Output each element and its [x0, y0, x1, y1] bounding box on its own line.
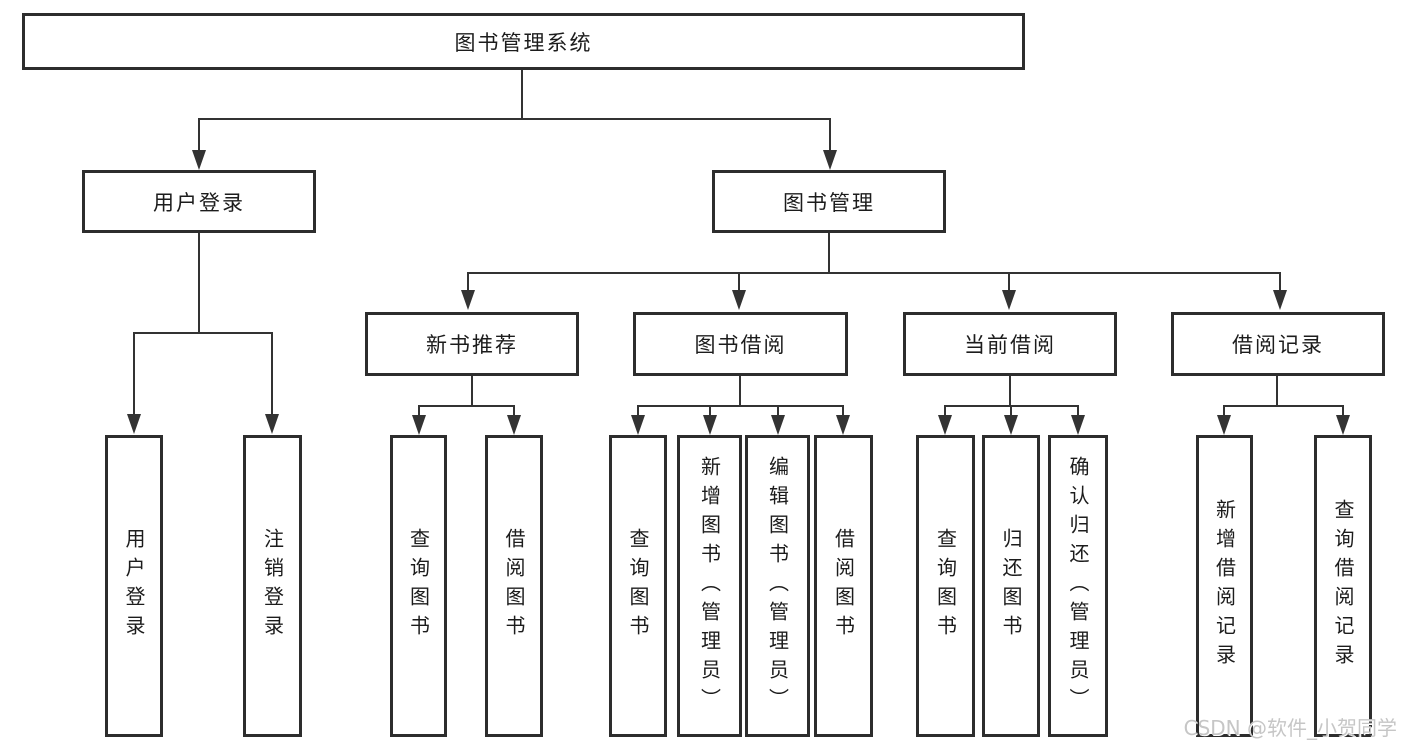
- leaf-return-book-label: 归还图书: [999, 528, 1023, 644]
- arrowhead-down-icon: [1071, 415, 1085, 435]
- connector-line: [198, 118, 831, 120]
- connector-line: [271, 332, 273, 416]
- leaf-add-borrow-record: 新增借阅记录: [1196, 435, 1253, 737]
- leaf-edit-book-admin: 编辑图书（管理员）: [745, 435, 810, 737]
- node-current-borrowing-label: 当前借阅: [964, 333, 1056, 357]
- connector-line: [133, 332, 135, 416]
- connector-line: [471, 376, 473, 407]
- leaf-add-book-admin-label: 新增图书（管理员）: [697, 455, 722, 717]
- connector-line: [133, 332, 273, 334]
- connector-line: [944, 405, 946, 417]
- node-borrow-records: 借阅记录: [1171, 312, 1385, 376]
- connector-line: [198, 233, 200, 334]
- connector-line: [418, 405, 420, 417]
- leaf-query-borrow-record: 查询借阅记录: [1314, 435, 1372, 737]
- connector-line: [842, 405, 844, 417]
- node-book-borrowing: 图书借阅: [633, 312, 848, 376]
- node-user-login: 用户登录: [82, 170, 316, 233]
- arrowhead-down-icon: [1336, 415, 1350, 435]
- leaf-logout: 注销登录: [243, 435, 302, 737]
- connector-line: [1077, 405, 1079, 417]
- connector-line: [738, 272, 740, 292]
- connector-line: [1276, 376, 1278, 407]
- connector-line: [637, 405, 639, 417]
- leaf-query-books-recommend: 查询图书: [390, 435, 447, 737]
- connector-line: [1223, 405, 1225, 417]
- connector-line: [467, 272, 469, 292]
- arrowhead-down-icon: [1002, 290, 1016, 310]
- arrowhead-down-icon: [771, 415, 785, 435]
- arrowhead-down-icon: [1273, 290, 1287, 310]
- leaf-query-books-borrowing: 查询图书: [609, 435, 667, 737]
- arrowhead-down-icon: [1217, 415, 1231, 435]
- node-new-book-recommend-label: 新书推荐: [426, 333, 518, 357]
- arrowhead-down-icon: [412, 415, 426, 435]
- connector-line: [1010, 405, 1012, 417]
- leaf-query-borrow-record-label: 查询借阅记录: [1331, 499, 1355, 673]
- connector-line: [637, 405, 844, 407]
- leaf-borrow-books-borrowing-label: 借阅图书: [831, 528, 856, 644]
- leaf-user-login: 用户登录: [105, 435, 163, 737]
- arrowhead-down-icon: [836, 415, 850, 435]
- connector-line: [513, 405, 515, 417]
- connector-line: [709, 405, 711, 417]
- connector-line: [828, 233, 830, 274]
- node-borrow-records-label: 借阅记录: [1232, 333, 1324, 357]
- leaf-query-books-borrowing-label: 查询图书: [626, 528, 650, 644]
- leaf-add-book-admin: 新增图书（管理员）: [677, 435, 742, 737]
- leaf-confirm-return-admin: 确认归还（管理员）: [1048, 435, 1108, 737]
- connector-line: [467, 272, 1281, 274]
- leaf-return-book: 归还图书: [982, 435, 1040, 737]
- node-root-system-label: 图书管理系统: [454, 30, 593, 55]
- arrowhead-down-icon: [631, 415, 645, 435]
- node-current-borrowing: 当前借阅: [903, 312, 1117, 376]
- leaf-add-borrow-record-label: 新增借阅记录: [1212, 499, 1237, 673]
- arrowhead-down-icon: [938, 415, 952, 435]
- arrowhead-down-icon: [703, 415, 717, 435]
- connector-line: [1342, 405, 1344, 417]
- connector-line: [829, 118, 831, 154]
- connector-line: [777, 405, 779, 417]
- connector-line: [1279, 272, 1281, 292]
- connector-line: [739, 376, 741, 407]
- arrowhead-down-icon: [823, 150, 837, 170]
- connector-line: [521, 70, 523, 120]
- arrowhead-down-icon: [461, 290, 475, 310]
- arrowhead-down-icon: [507, 415, 521, 435]
- node-user-login-label: 用户登录: [153, 190, 245, 215]
- leaf-borrow-books-recommend: 借阅图书: [485, 435, 543, 737]
- leaf-borrow-books-recommend-label: 借阅图书: [502, 528, 526, 644]
- leaf-edit-book-admin-label: 编辑图书（管理员）: [765, 455, 790, 717]
- connector-line: [198, 118, 200, 154]
- connector-line: [418, 405, 515, 407]
- node-book-management: 图书管理: [712, 170, 946, 233]
- arrowhead-down-icon: [192, 150, 206, 170]
- leaf-borrow-books-borrowing: 借阅图书: [814, 435, 873, 737]
- arrowhead-down-icon: [1004, 415, 1018, 435]
- leaf-query-books-current-label: 查询图书: [933, 528, 958, 644]
- csdn-watermark: CSDN @软件_小贺同学: [1183, 716, 1397, 740]
- leaf-logout-label: 注销登录: [260, 528, 285, 644]
- connector-line: [1008, 272, 1010, 292]
- connector-line: [1223, 405, 1344, 407]
- leaf-confirm-return-admin-label: 确认归还（管理员）: [1066, 455, 1090, 717]
- leaf-query-books-current: 查询图书: [916, 435, 975, 737]
- arrowhead-down-icon: [265, 414, 279, 434]
- node-new-book-recommend: 新书推荐: [365, 312, 579, 376]
- leaf-query-books-recommend-label: 查询图书: [406, 528, 431, 644]
- arrowhead-down-icon: [732, 290, 746, 310]
- arrowhead-down-icon: [127, 414, 141, 434]
- node-book-management-label: 图书管理: [783, 190, 875, 215]
- node-book-borrowing-label: 图书借阅: [694, 333, 787, 357]
- leaf-user-login-label: 用户登录: [122, 528, 146, 644]
- connector-line: [1009, 376, 1011, 407]
- node-root-system: 图书管理系统: [22, 13, 1025, 70]
